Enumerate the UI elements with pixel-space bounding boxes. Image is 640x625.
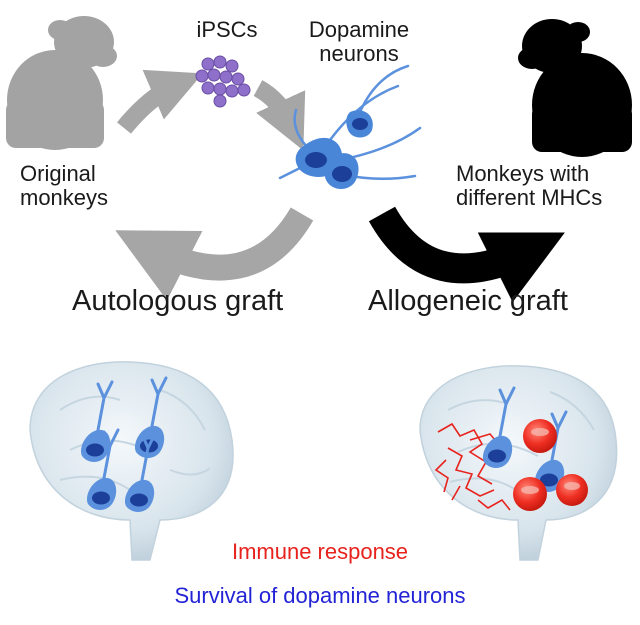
allogeneic-arrow: [368, 206, 565, 303]
original-label-line2: monkeys: [20, 184, 109, 210]
dopamine-neurons-icon: [278, 64, 422, 189]
mhc-label-line2: different MHCs: [456, 184, 603, 210]
arrow-to-ipscs: [117, 69, 203, 134]
dopamine-neurons-label: Dopamine neurons: [296, 18, 422, 66]
mhc-monkeys-label: Monkeys with different MHCs: [456, 162, 640, 210]
mhc-label-line1: Monkeys with: [456, 161, 590, 186]
ipsc-cluster-icon: [195, 55, 251, 108]
brain-left-icon: [29, 361, 234, 561]
black-monkey-icon: [518, 19, 632, 157]
brain-right-icon: [419, 365, 618, 561]
dopamine-label-line1: Dopamine: [308, 17, 410, 42]
ipscs-label: iPSCs: [196, 17, 258, 42]
original-label-line1: Original: [20, 161, 96, 186]
immune-cells: [513, 419, 588, 511]
allogeneic-graft-label: Allogeneic graft: [368, 285, 568, 317]
immune-network: [434, 422, 511, 511]
original-monkeys-label: Original monkeys: [20, 162, 160, 210]
dopamine-label-line2: neurons: [319, 40, 399, 66]
autologous-arrow: [115, 207, 314, 301]
autologous-graft-label: Autologous graft: [72, 285, 284, 317]
gray-monkey-icon: [6, 16, 117, 150]
survival-label: Survival of dopamine neurons: [174, 583, 466, 608]
arrow-to-neurons: [253, 80, 306, 151]
immune-response-label: Immune response: [231, 539, 409, 564]
